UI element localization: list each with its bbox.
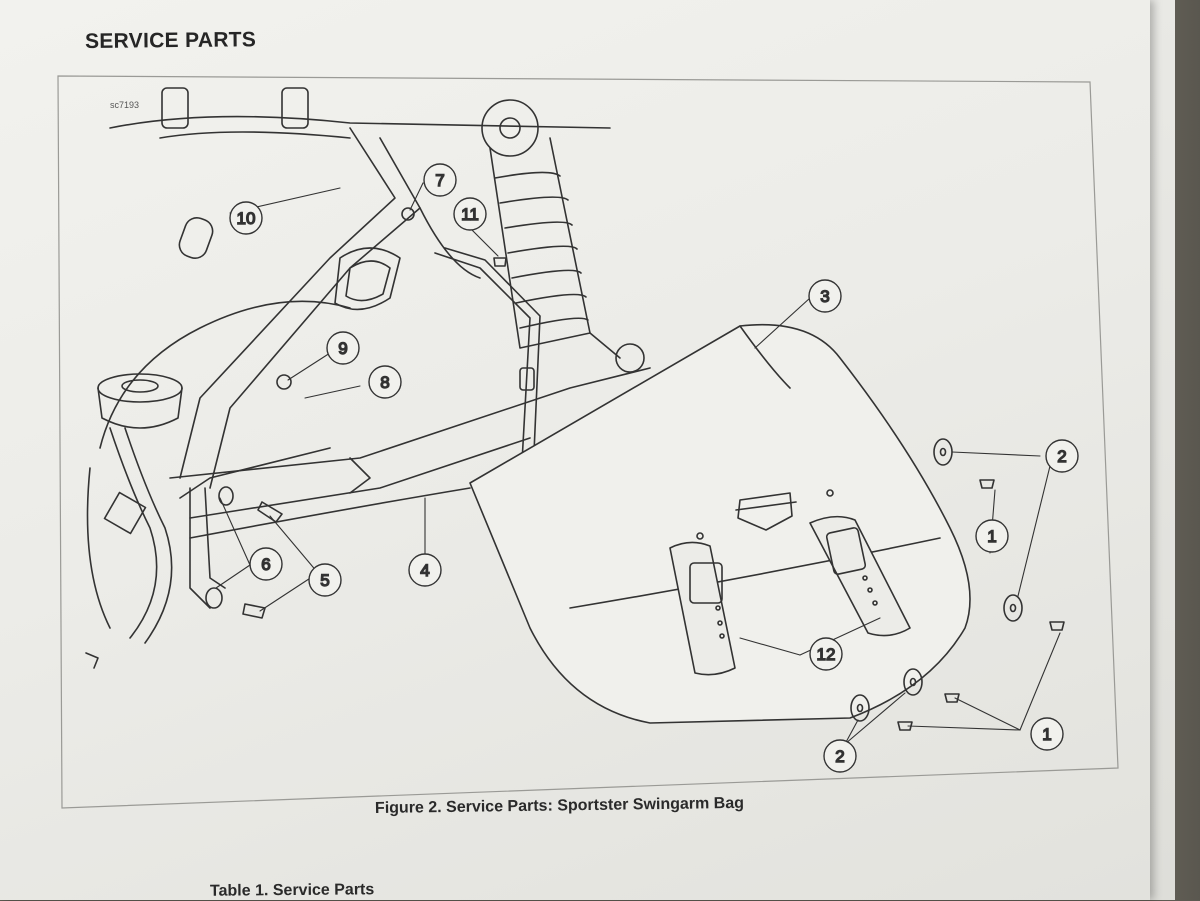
svg-text:3: 3 [820, 287, 829, 306]
swingarm [169, 367, 651, 539]
svg-text:4: 4 [420, 561, 429, 580]
svg-text:1: 1 [987, 527, 996, 546]
callout-10: 10 [229, 201, 263, 235]
table-title: Table 1. Service Parts [209, 881, 375, 900]
svg-text:10: 10 [237, 209, 256, 228]
svg-text:9: 9 [338, 339, 347, 358]
callout-11: 11 [453, 197, 487, 231]
svg-text:2: 2 [1057, 447, 1066, 466]
callout-2-right: 2 [1045, 439, 1079, 473]
figure-code: sc7193 [110, 100, 139, 110]
callout-2-lower: 2 [823, 739, 857, 773]
callout-3: 3 [808, 279, 842, 313]
svg-text:7: 7 [435, 171, 444, 190]
exploded-view-diagram: sc7193 [57, 75, 1119, 809]
saddlebag [469, 323, 971, 724]
callout-9: 9 [326, 331, 360, 365]
callout-8: 8 [368, 365, 402, 399]
svg-text:2: 2 [835, 747, 844, 766]
section-heading: SERVICE PARTS [84, 28, 257, 53]
figure-box: sc7193 [50, 68, 1120, 813]
screws [85, 207, 1065, 731]
figure-caption: Figure 2. Service Parts: Sportster Swing… [374, 794, 745, 817]
motorcycle-linework [85, 87, 1065, 745]
svg-text:11: 11 [461, 205, 479, 224]
svg-text:1: 1 [1042, 725, 1051, 744]
manual-page: SERVICE PARTS sc7193 [0, 0, 1150, 900]
svg-text:6: 6 [261, 555, 270, 574]
callout-6: 6 [249, 547, 283, 581]
svg-text:8: 8 [380, 373, 389, 392]
callout-5: 5 [308, 563, 342, 597]
callout-4: 4 [408, 553, 442, 587]
svg-text:5: 5 [320, 571, 329, 590]
shock-absorber [481, 99, 645, 373]
callout-1-upper: 1 [975, 519, 1009, 553]
svg-text:12: 12 [817, 645, 836, 664]
callout-12: 12 [809, 637, 843, 671]
callout-1-lower: 1 [1030, 717, 1064, 751]
callout-7: 7 [423, 163, 457, 197]
brake-reservoir [97, 373, 183, 644]
